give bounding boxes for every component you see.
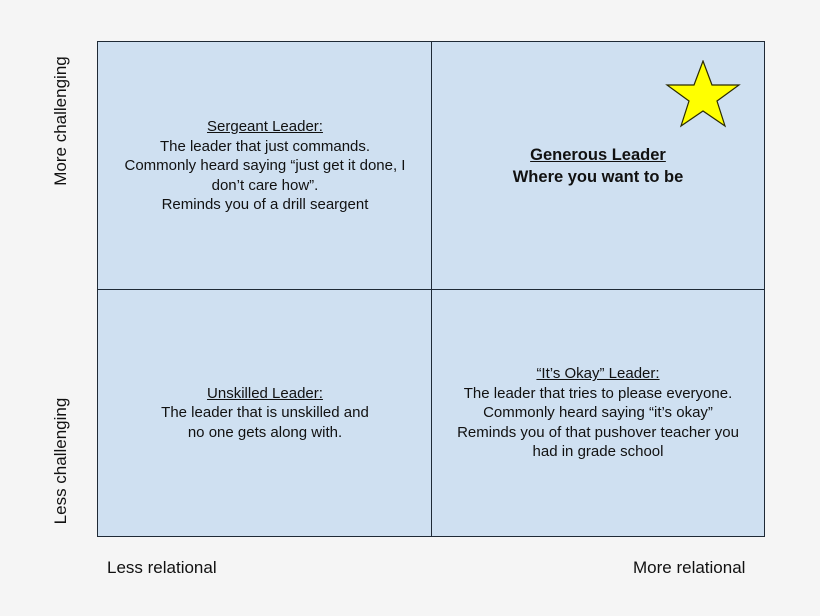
quadrant-text: The leader that just commands. xyxy=(159,137,371,155)
quadrant-text: don’t care how”. xyxy=(211,176,319,194)
quadrant-title: “It’s Okay” Leader: xyxy=(536,365,660,383)
quadrant-text: The leader that is unskilled and xyxy=(161,404,369,422)
quadrant-text: Reminds you of that pushover teacher you xyxy=(457,423,739,441)
quadrant-grid: Sergeant Leader: The leader that just co… xyxy=(97,41,765,537)
horizontal-divider xyxy=(98,289,764,290)
x-axis-label-less-relational: Less relational xyxy=(107,558,217,577)
quadrant-unskilled-leader: Unskilled Leader: The leader that is uns… xyxy=(98,290,432,536)
quadrant-sergeant-leader: Sergeant Leader: The leader that just co… xyxy=(98,42,432,290)
y-axis-label-more-challenging: More challenging xyxy=(51,56,70,186)
quadrant-text: The leader that tries to please everyone… xyxy=(463,384,733,402)
y-axis-label-less-challenging: Less challenging xyxy=(51,397,70,525)
x-axis-label-more-relational: More relational xyxy=(633,558,746,577)
quadrant-text: Commonly heard saying “it’s okay” xyxy=(483,404,713,422)
quadrant-its-okay-leader: “It’s Okay” Leader: The leader that trie… xyxy=(432,290,764,536)
quadrant-text: had in grade school xyxy=(532,443,664,461)
quadrant-title: Generous Leader xyxy=(530,146,666,164)
star-icon xyxy=(665,60,741,128)
quadrant-text: Commonly heard saying “just get it done,… xyxy=(124,157,406,175)
quadrant-title: Unskilled Leader: xyxy=(207,384,323,402)
quadrant-text: Where you want to be xyxy=(512,168,684,186)
quadrant-text: no one gets along with. xyxy=(187,423,343,441)
quadrant-text: Reminds you of a drill seargent xyxy=(161,196,369,214)
quadrant-title: Sergeant Leader: xyxy=(207,118,323,136)
quadrant-generous-leader: Generous Leader Where you want to be xyxy=(432,42,764,290)
